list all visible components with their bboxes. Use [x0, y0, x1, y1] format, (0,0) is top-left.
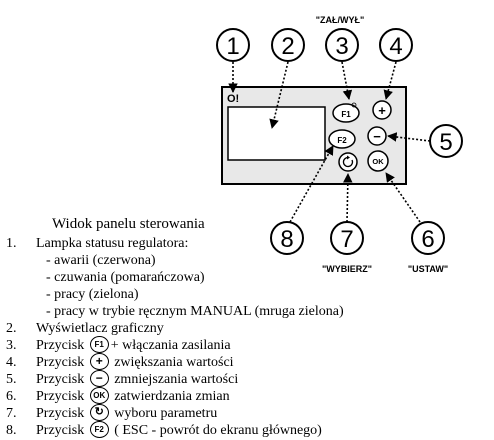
callout-4: 4 — [379, 28, 413, 62]
svg-text:8: 8 — [280, 226, 293, 253]
svg-text:7: 7 — [340, 226, 353, 253]
svg-text:OK: OK — [372, 157, 384, 166]
leader-6 — [385, 172, 421, 223]
graphic-display — [227, 106, 326, 161]
callout-6: 6 — [411, 221, 445, 255]
f1-key-icon: F1 — [89, 336, 109, 354]
select-button[interactable] — [338, 152, 358, 172]
svg-text:2: 2 — [281, 33, 294, 60]
callout-5: 5 — [429, 124, 463, 158]
plus-key-icon: + — [89, 353, 109, 371]
f2-key-icon: F2 — [89, 421, 109, 439]
svg-text:F2: F2 — [337, 136, 347, 145]
status-led: O! — [227, 93, 239, 105]
leader-5 — [387, 132, 431, 142]
f2-button[interactable]: F2 — [328, 129, 356, 149]
leader-2 — [269, 61, 289, 129]
svg-text:6: 6 — [421, 226, 434, 253]
callout-8: 8 — [270, 221, 304, 255]
ok-key-icon: OK — [89, 387, 109, 405]
svg-text:1: 1 — [226, 33, 239, 60]
f1-button[interactable]: F1 — [332, 102, 360, 123]
control-panel-diagram: "ZAŁ/WYŁ" 1 2 3 4 5 6 7 8 O! F1 — [216, 15, 463, 274]
svg-text:4: 4 — [389, 33, 402, 60]
leader-8 — [289, 145, 334, 223]
ok-button[interactable]: OK — [367, 150, 389, 172]
leader-7 — [343, 173, 353, 223]
page-title: Widok panelu sterowania — [52, 216, 205, 232]
svg-text:5: 5 — [439, 129, 452, 156]
refresh-icon — [342, 155, 354, 168]
power-label: "ZAŁ/WYŁ" — [316, 15, 365, 25]
svg-text:3: 3 — [335, 33, 348, 60]
select-label: "WYBIERZ" — [322, 264, 372, 274]
svg-text:−: − — [373, 129, 381, 144]
power-icon — [351, 102, 357, 108]
minus-button[interactable]: − — [367, 126, 387, 146]
svg-text:F1: F1 — [341, 110, 351, 119]
refresh-key-icon: ↻ — [89, 404, 109, 422]
minus-key-icon: − — [89, 370, 109, 388]
callout-7: 7 — [330, 221, 364, 255]
set-label: "USTAW" — [408, 264, 448, 274]
callout-2: 2 — [271, 28, 305, 62]
callout-1: 1 — [216, 28, 250, 62]
svg-text:+: + — [378, 103, 386, 118]
callout-3: 3 — [325, 28, 359, 62]
plus-button[interactable]: + — [372, 100, 392, 120]
